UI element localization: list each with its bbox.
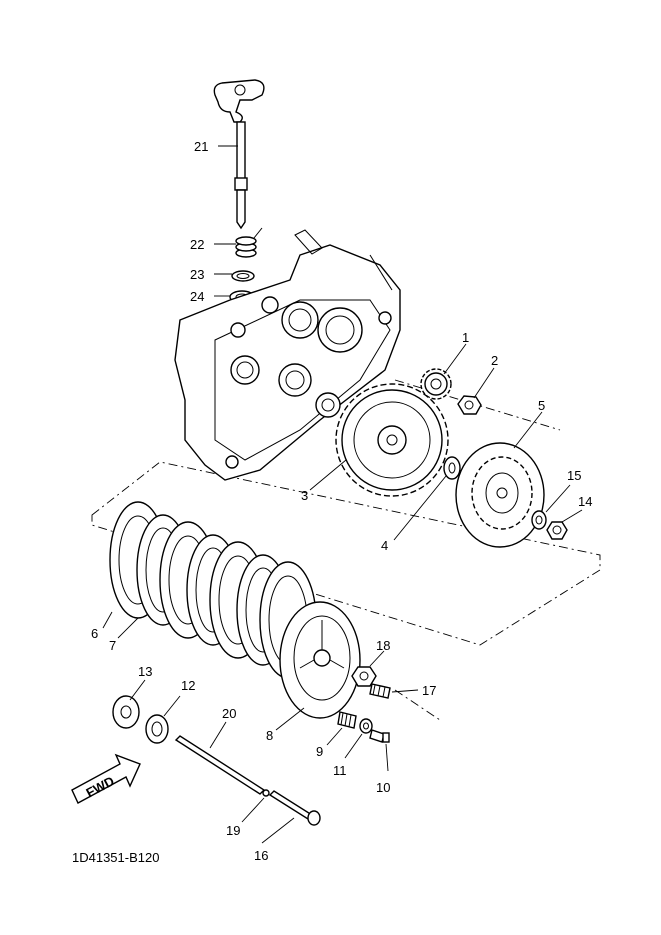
clutch-spring <box>337 711 357 729</box>
callout-20: 20 <box>222 706 236 721</box>
callout-22: 22 <box>190 237 204 252</box>
callout-6: 6 <box>91 626 98 641</box>
primary-gear-nut <box>457 395 482 415</box>
push-rod-long <box>174 735 266 795</box>
steel-ball <box>262 789 270 797</box>
callout-23: 23 <box>190 267 204 282</box>
primary-drive-gear <box>420 368 452 400</box>
push-rod-thrust-washer <box>145 714 169 744</box>
adjust-screw <box>369 683 391 699</box>
callout-10: 10 <box>376 780 390 795</box>
push-rod-lock-washer <box>112 695 140 729</box>
callout-16: 16 <box>254 848 268 863</box>
forward-direction-arrow: FWD <box>71 753 141 804</box>
callout-8: 8 <box>266 728 273 743</box>
spring-washer <box>359 718 373 734</box>
clutch-plate-stack <box>109 501 317 679</box>
callout-24: 24 <box>190 289 204 304</box>
callout-4: 4 <box>381 538 388 553</box>
callout-13: 13 <box>138 664 152 679</box>
clutch-boss <box>455 442 545 548</box>
callout-14: 14 <box>578 494 592 509</box>
push-rod-short <box>268 790 321 826</box>
callout-9: 9 <box>316 744 323 759</box>
push-rod-nut <box>351 666 377 687</box>
callout-11: 11 <box>333 763 347 778</box>
callout-15: 15 <box>567 468 581 483</box>
callout-5: 5 <box>538 398 545 413</box>
crankcase <box>174 229 401 481</box>
pressure-plate <box>279 601 361 719</box>
diagram-code: 1D41351-B120 <box>72 850 159 865</box>
clutch-boss-nut <box>546 521 568 540</box>
callout-17: 17 <box>422 683 436 698</box>
callout-19: 19 <box>226 823 240 838</box>
callout-1: 1 <box>462 330 469 345</box>
fwd-label: FWD <box>84 773 117 800</box>
return-spring <box>235 227 263 258</box>
callout-labels: 1 2 3 4 5 6 7 8 9 10 11 12 13 14 15 16 1… <box>91 139 592 863</box>
callout-12: 12 <box>181 678 195 693</box>
leader-lines <box>102 145 583 844</box>
thrust-washer <box>443 456 461 480</box>
callout-3: 3 <box>301 488 308 503</box>
assembly-guide-lines <box>91 379 601 721</box>
clutch-spring-bolt <box>369 729 390 743</box>
lock-washer <box>531 510 547 530</box>
callout-7: 7 <box>109 638 116 653</box>
clutch-housing <box>335 383 449 497</box>
callout-2: 2 <box>491 353 498 368</box>
callout-18: 18 <box>376 638 390 653</box>
callout-21: 21 <box>194 139 208 154</box>
push-lever-shaft <box>213 79 265 230</box>
o-ring <box>231 270 255 282</box>
